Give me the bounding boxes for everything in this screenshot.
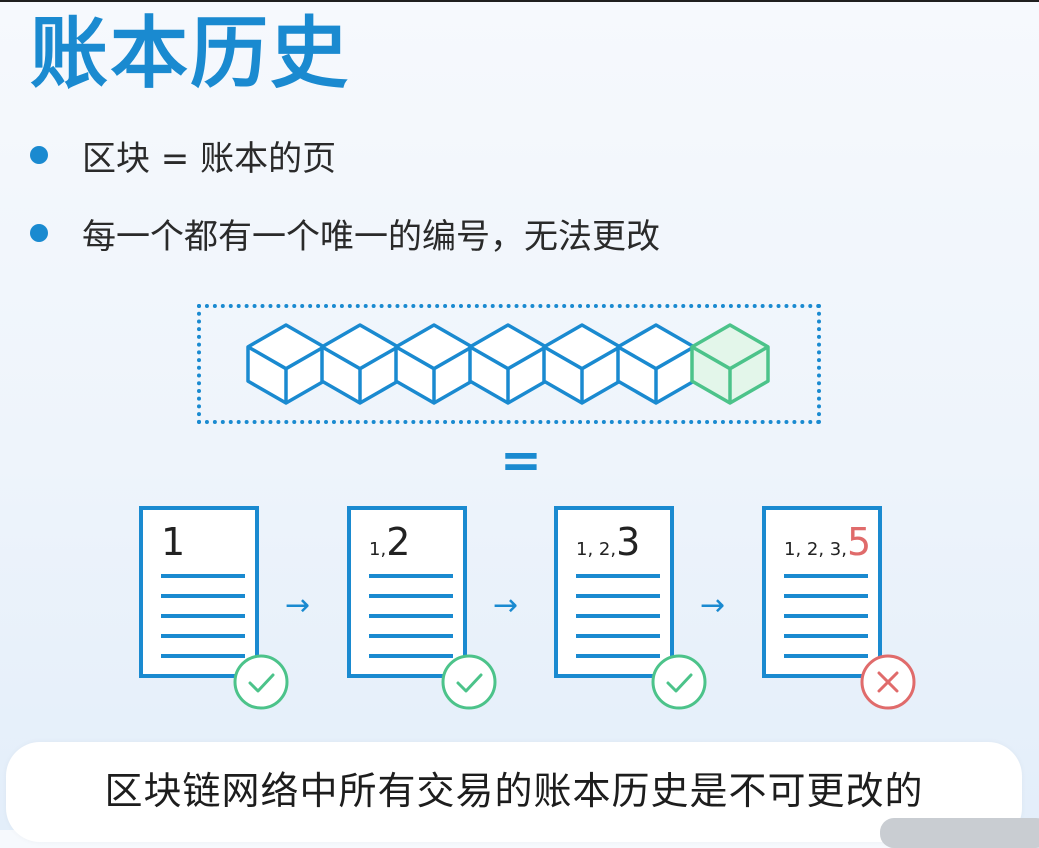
bullet-dot-icon — [30, 146, 48, 164]
page-line — [784, 654, 868, 658]
check-circle-icon — [233, 654, 289, 710]
top-border-line — [0, 0, 1039, 2]
page-number-label: 1, 2,3 — [576, 520, 640, 564]
check-circle-icon — [651, 654, 707, 710]
page-line — [369, 654, 453, 658]
caption-panel: 区块链网络中所有交易的账本历史是不可更改的 — [6, 742, 1022, 842]
page-number: 1 — [161, 520, 186, 564]
page-prefix: 1, 2, — [576, 539, 617, 560]
page-line — [784, 594, 868, 598]
page-line — [369, 614, 453, 618]
page-line — [784, 574, 868, 578]
page-line — [576, 634, 660, 638]
bullet-item-2: 每一个都有一个唯一的编号，无法更改 — [30, 208, 660, 258]
page-line — [369, 574, 453, 578]
bullet-item-1: 区块 = 账本的页 — [30, 130, 336, 180]
page-line — [369, 594, 453, 598]
ledger-page-2: 1,2 — [347, 506, 467, 678]
page-line — [576, 594, 660, 598]
page-line — [161, 614, 245, 618]
page-line — [161, 634, 245, 638]
page-line — [576, 614, 660, 618]
check-circle-icon — [441, 654, 497, 710]
page-number: 2 — [386, 520, 411, 564]
ledger-page-4: 1, 2, 3,5 — [762, 506, 882, 678]
page-number-invalid: 5 — [846, 520, 872, 564]
page-number: 3 — [616, 520, 641, 564]
blockchain-dotted-frame — [197, 304, 821, 424]
page-number-label: 1, 2, 3,5 — [784, 520, 871, 564]
scroll-indicator[interactable] — [880, 818, 1039, 848]
ledger-page-1: 1 — [139, 506, 259, 678]
page-number-label: 1 — [161, 520, 185, 564]
ledger-page-3: 1, 2,3 — [554, 506, 674, 678]
bullet-text: 区块 = 账本的页 — [82, 138, 337, 179]
equals-sign: = — [500, 431, 542, 489]
page-line — [369, 634, 453, 638]
page-line — [784, 634, 868, 638]
arrow-icon: → — [493, 588, 519, 623]
x-circle-icon — [860, 654, 916, 710]
page-number-label: 1,2 — [369, 520, 410, 564]
page-title: 账本历史 — [30, 9, 351, 99]
page-line — [161, 594, 245, 598]
arrow-icon: → — [285, 588, 311, 623]
arrow-icon: → — [700, 588, 726, 623]
page-line — [576, 654, 660, 658]
page-line — [161, 654, 245, 658]
bullet-dot-icon — [30, 224, 48, 242]
caption-text: 区块链网络中所有交易的账本历史是不可更改的 — [104, 769, 924, 813]
page-prefix: 1, 2, 3, — [784, 539, 847, 560]
page-line — [161, 574, 245, 578]
page-line — [576, 574, 660, 578]
page-prefix: 1, — [369, 539, 387, 560]
page-line — [784, 614, 868, 618]
bullet-text: 每一个都有一个唯一的编号，无法更改 — [82, 216, 660, 257]
